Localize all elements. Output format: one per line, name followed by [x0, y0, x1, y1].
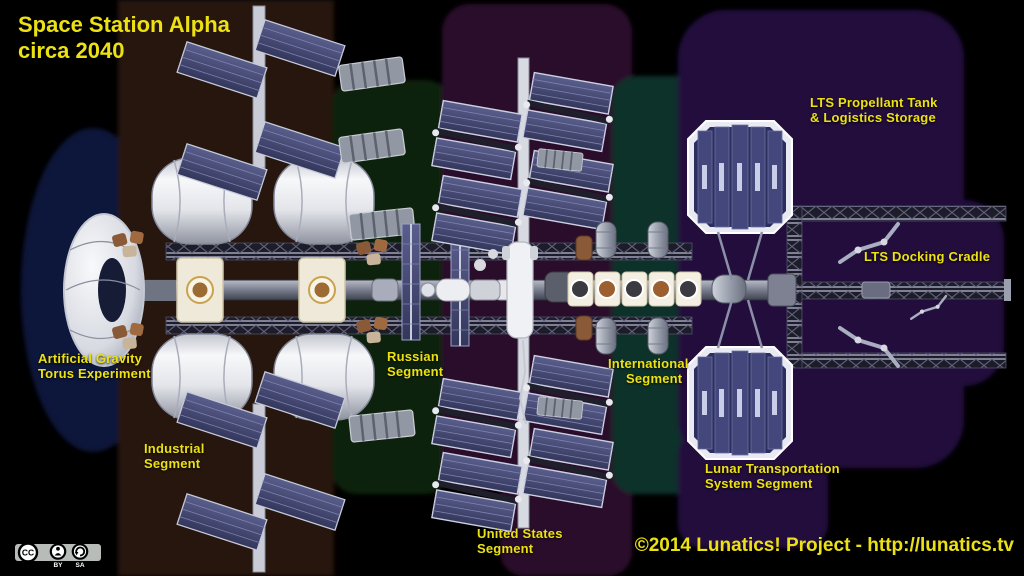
by-person-icon [49, 543, 67, 560]
cc-badge-graphic: CC BY SA [15, 542, 101, 569]
label-line: Segment [387, 364, 444, 379]
label-line: United States [477, 526, 563, 541]
sa-text: SA [75, 562, 84, 569]
industrial-solar-arrays [176, 5, 417, 573]
truss-rails [165, 205, 1009, 369]
label-lunar-transportation-segment: Lunar Transportation System Segment [705, 461, 840, 491]
label-line: LTS Propellant Tank [810, 95, 938, 110]
label-industrial-segment: Industrial Segment [144, 441, 205, 471]
cc-text: CC [22, 548, 34, 558]
label-line: Industrial [144, 441, 205, 456]
label-line: Russian [387, 349, 439, 364]
label-line: LTS Docking Cradle [864, 249, 991, 264]
label-line: Torus Experiment [38, 366, 151, 381]
label-line: International [608, 356, 689, 371]
by-text: BY [53, 562, 63, 569]
label-lts-docking-cradle: LTS Docking Cradle [864, 249, 990, 264]
title-line-2: circa 2040 [18, 38, 125, 63]
international-modules [567, 221, 747, 355]
label-line: Lunar Transportation [705, 461, 840, 476]
label-line: Segment [477, 541, 534, 556]
cc-license-badge: CC BY SA [13, 541, 105, 574]
label-line: Artificial Gravity [38, 351, 143, 366]
label-line: & Logistics Storage [810, 110, 936, 125]
label-line: System Segment [705, 476, 813, 491]
cc-icon [17, 542, 39, 563]
label-artificial-gravity-torus: Artificial Gravity Torus Experiment [38, 351, 151, 381]
label-lts-propellant-tank: LTS Propellant Tank & Logistics Storage [810, 95, 938, 125]
label-united-states-segment: United States Segment [477, 526, 563, 556]
label-russian-segment: Russian Segment [387, 349, 443, 379]
sa-arrow-icon [71, 543, 89, 560]
credit-line: ©2014 Lunatics! Project - http://lunatic… [634, 535, 1014, 556]
title-line-1: Space Station Alpha [18, 12, 230, 37]
lts-modules [687, 120, 948, 460]
label-line: Segment [626, 371, 683, 386]
us-modules [426, 57, 618, 532]
page-title: Space Station Alpha circa 2040 [18, 12, 230, 64]
label-line: Segment [144, 456, 201, 471]
label-international-segment: International Segment [608, 356, 689, 386]
